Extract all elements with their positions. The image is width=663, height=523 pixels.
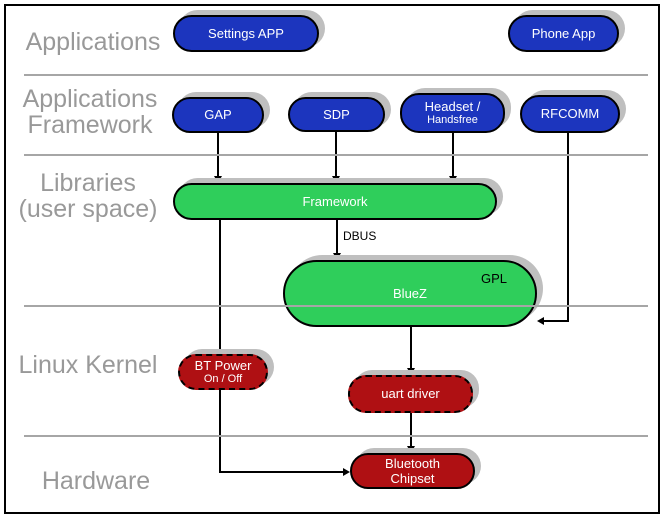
layer-label-linux-kernel: Linux Kernel <box>18 351 158 379</box>
divider-kernel-hardware <box>24 435 648 437</box>
layer-label-libraries: Libraries (user space) <box>18 169 158 223</box>
node-bluez-label: BlueZ <box>393 285 427 301</box>
node-rfcomm-label: RFCOMM <box>540 106 600 122</box>
layer-label-applications: Applications <box>25 28 161 56</box>
node-bt-power: BT Power On / Off <box>178 354 268 390</box>
arrowhead-bluez-uart <box>407 368 415 375</box>
arrowhead-rfcomm-bluez <box>537 317 544 325</box>
node-headset-line2: Handsfree <box>427 114 478 127</box>
node-uart-driver-label: uart driver <box>381 386 440 402</box>
divider-framework <box>24 154 648 156</box>
node-framework: Framework <box>173 183 497 220</box>
divider-applications <box>24 74 648 76</box>
connector-framework-bluez <box>336 220 338 254</box>
node-gap: GAP <box>172 97 264 133</box>
node-framework-label: Framework <box>302 193 368 209</box>
dbus-label: DBUS <box>343 229 377 243</box>
node-gap-label: GAP <box>204 107 232 123</box>
connector-rfcomm-bluez-vertical <box>567 133 569 322</box>
node-chipset-line2: Chipset <box>390 471 435 486</box>
arrowhead-gap-framework <box>214 176 222 183</box>
node-headset-handsfree: Headset / Handsfree <box>400 93 505 133</box>
node-rfcomm: RFCOMM <box>520 95 620 133</box>
divider-libraries-kernel <box>24 305 648 307</box>
node-bt-power-line2: On / Off <box>203 373 243 386</box>
node-chipset-line1: Bluetooth <box>385 455 440 471</box>
node-phone-app-label: Phone App <box>531 25 596 41</box>
node-bluez: BlueZ GPL <box>283 260 537 327</box>
connector-framework-chipset-horizontal <box>219 471 343 473</box>
arrowhead-sdp-framework <box>332 176 340 183</box>
node-settings-app-label: Settings APP <box>208 25 284 41</box>
node-sdp-label: SDP <box>323 106 350 122</box>
connector-bluez-uart <box>410 327 412 368</box>
node-settings-app: Settings APP <box>173 15 319 52</box>
connector-uart-chipset <box>410 413 412 446</box>
node-uart-driver: uart driver <box>348 375 473 413</box>
layer-label-hardware: Hardware <box>41 467 151 495</box>
diagram-border <box>4 4 660 514</box>
arrowhead-uart-chipset <box>407 446 415 453</box>
gpl-badge: GPL <box>480 271 507 286</box>
arrowhead-headset-framework <box>449 176 457 183</box>
layer-label-applications-framework: Applications Framework <box>22 85 158 139</box>
connector-rfcomm-bluez-horizontal <box>544 320 569 322</box>
arrowhead-framework-bluez <box>333 253 341 260</box>
node-phone-app: Phone App <box>508 15 619 52</box>
node-bluetooth-chipset: Bluetooth Chipset <box>350 453 475 489</box>
arrowhead-framework-chipset <box>343 468 350 476</box>
node-bt-power-line1: BT Power <box>194 357 252 373</box>
node-headset-line1: Headset / <box>424 98 481 114</box>
connector-framework-chipset-vertical <box>219 220 221 473</box>
node-sdp: SDP <box>288 97 385 132</box>
